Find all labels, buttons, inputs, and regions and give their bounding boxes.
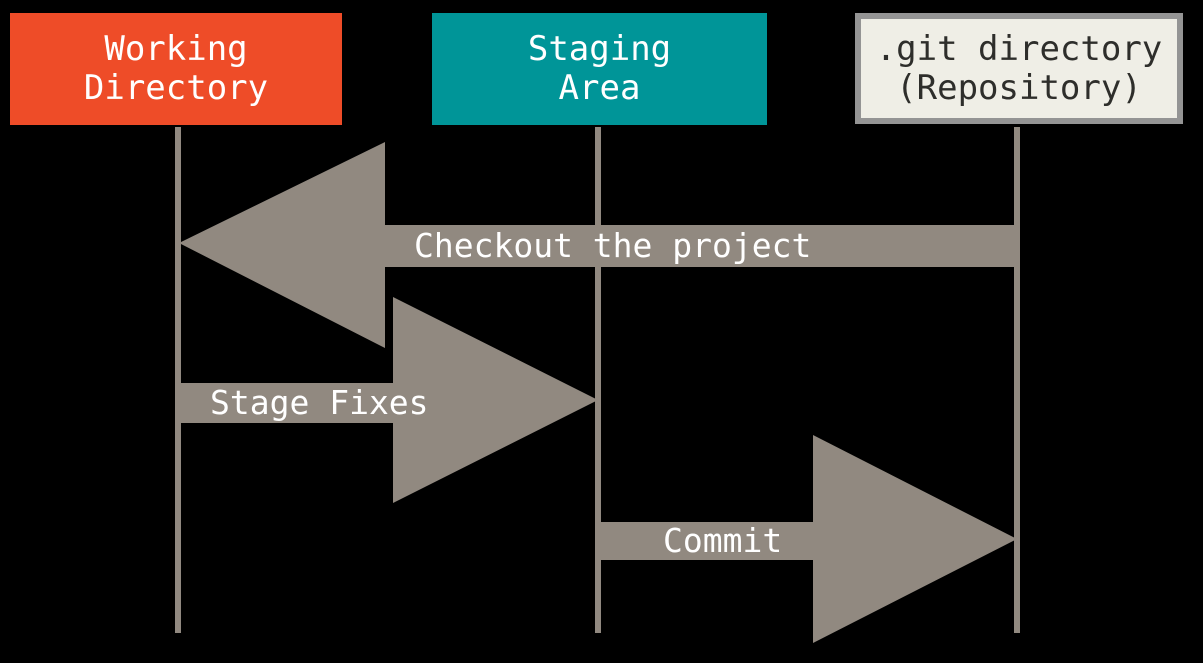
stage-fixes-arrow bbox=[178, 297, 598, 503]
box-staging-area: Staging Area bbox=[432, 13, 767, 125]
commit-arrow bbox=[598, 435, 1017, 643]
checkout-arrow bbox=[179, 142, 1017, 348]
box-git-directory: .git directory (Repository) bbox=[855, 13, 1183, 124]
git-directory-label-line1: .git directory bbox=[875, 28, 1163, 69]
box-working-directory: Working Directory bbox=[10, 13, 342, 125]
checkout-arrow-label: Checkout the project bbox=[414, 226, 812, 265]
staging-area-label-line1: Staging bbox=[527, 29, 672, 69]
commit-arrow-label: Commit bbox=[663, 521, 783, 560]
stage-fixes-arrow-label: Stage Fixes bbox=[210, 383, 429, 422]
git-directory-label-line2: (Repository) bbox=[896, 67, 1142, 108]
working-directory-label-line1: Working bbox=[104, 29, 248, 69]
staging-area-label-line2: Area bbox=[558, 68, 641, 108]
working-directory-label-line2: Directory bbox=[83, 68, 269, 108]
